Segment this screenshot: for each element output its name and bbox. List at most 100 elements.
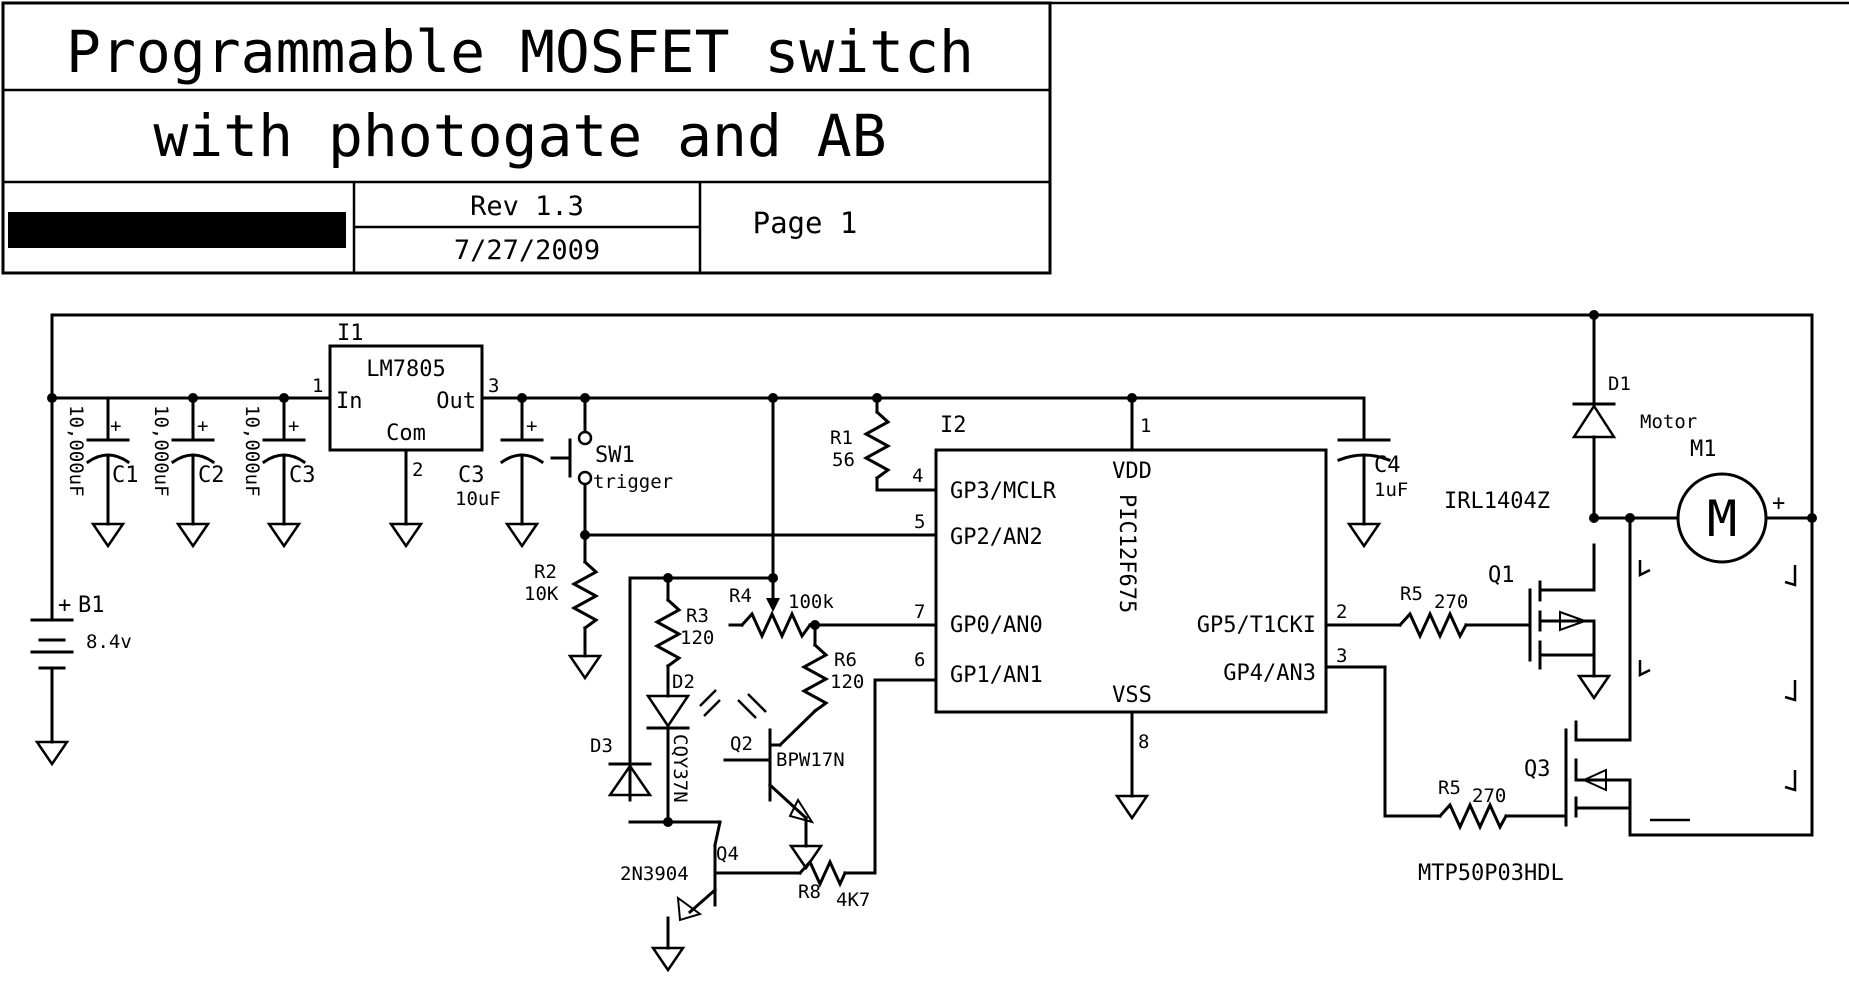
svg-text:5: 5 xyxy=(914,511,925,533)
capacitor-c1: + C1 10,000uF xyxy=(65,396,139,548)
svg-text:R2: R2 xyxy=(534,561,557,583)
svg-text:B1: B1 xyxy=(78,593,105,618)
svg-text:120: 120 xyxy=(830,671,864,693)
svg-text:C3: C3 xyxy=(289,463,316,488)
resistor-r6: R6 120 xyxy=(830,649,864,693)
svg-text:10,000uF: 10,000uF xyxy=(241,405,263,497)
svg-text:10,000uF: 10,000uF xyxy=(65,405,87,497)
capacitor-c3a: + C3 10,000uF xyxy=(241,396,316,548)
mosfet-q3: Q3 MTP50P03HDL xyxy=(1418,757,1607,886)
svg-text:IRL1404Z: IRL1404Z xyxy=(1444,489,1550,514)
svg-text:R5: R5 xyxy=(1400,583,1423,605)
svg-text:3: 3 xyxy=(1336,645,1347,667)
svg-text:1: 1 xyxy=(312,375,323,397)
svg-text:SW1: SW1 xyxy=(595,443,635,468)
battery-b1: + B1 8.4v xyxy=(30,593,132,766)
resistor-r5a: R5 270 xyxy=(1400,583,1468,613)
junction-dots xyxy=(47,310,1817,827)
svg-text:+: + xyxy=(1772,491,1785,516)
switch-sw1: SW1 trigger xyxy=(550,430,673,493)
title-block: Programmable MOSFET switch with photogat… xyxy=(1,1,1849,275)
motor-m1: M Motor M1 + xyxy=(1640,411,1785,564)
svg-text:Com: Com xyxy=(386,421,426,446)
svg-text:R3: R3 xyxy=(686,605,709,627)
svg-text:PIC12F675: PIC12F675 xyxy=(1114,494,1139,613)
svg-text:M: M xyxy=(1707,490,1737,548)
svg-text:MTP50P03HDL: MTP50P03HDL xyxy=(1418,861,1564,886)
title-line-2: with photogate and AB xyxy=(153,102,886,170)
svg-text:I1: I1 xyxy=(337,321,364,346)
phototransistor-q2: Q2 BPW17N xyxy=(723,693,845,870)
svg-text:R4: R4 xyxy=(729,585,752,607)
microcontroller-i2: I2 VDD VSS GP3/MCLR GP2/AN2 GP0/AN0 GP1/… xyxy=(914,413,1347,820)
svg-text:Q1: Q1 xyxy=(1488,563,1515,588)
transistor-q4: Q4 2N3904 xyxy=(620,820,739,972)
led-d2: D2 CQY37N xyxy=(645,671,721,803)
capacitor-c3b: + C3 10uF xyxy=(455,396,545,548)
resistor-r3: R3 120 xyxy=(680,605,714,649)
svg-text:56: 56 xyxy=(832,449,855,471)
svg-text:GP2/AN2: GP2/AN2 xyxy=(950,525,1043,550)
svg-text:M1: M1 xyxy=(1690,437,1717,462)
svg-text:6: 6 xyxy=(914,649,925,671)
svg-text:4: 4 xyxy=(912,465,923,487)
svg-text:GP0/AN0: GP0/AN0 xyxy=(950,613,1043,638)
svg-text:+: + xyxy=(526,415,537,437)
svg-text:+: + xyxy=(110,415,121,437)
svg-text:2: 2 xyxy=(1336,601,1347,623)
svg-text:In: In xyxy=(336,389,363,414)
svg-text:GP4/AN3: GP4/AN3 xyxy=(1223,661,1316,686)
svg-text:270: 270 xyxy=(1472,785,1506,807)
svg-text:4K7: 4K7 xyxy=(836,889,870,911)
svg-text:+: + xyxy=(288,415,299,437)
svg-text:7: 7 xyxy=(914,601,925,623)
svg-text:8: 8 xyxy=(1138,731,1149,753)
svg-text:C2: C2 xyxy=(198,463,225,488)
svg-text:+: + xyxy=(197,415,208,437)
svg-text:VSS: VSS xyxy=(1112,683,1152,708)
svg-text:I2: I2 xyxy=(940,413,967,438)
svg-text:Q3: Q3 xyxy=(1524,757,1551,782)
capacitor-c2: + C2 10,000uF xyxy=(150,396,225,548)
svg-text:+: + xyxy=(58,593,71,618)
resistor-r1: R1 56 4 xyxy=(830,427,923,487)
svg-text:D3: D3 xyxy=(590,735,613,757)
svg-text:1uF: 1uF xyxy=(1374,479,1408,501)
svg-text:C4: C4 xyxy=(1374,453,1401,478)
svg-text:trigger: trigger xyxy=(593,471,673,493)
svg-text:270: 270 xyxy=(1434,591,1468,613)
svg-text:100k: 100k xyxy=(788,591,834,613)
resistor-r8: R8 4K7 xyxy=(798,881,870,911)
diode-d3: D3 xyxy=(590,735,653,797)
svg-text:10uF: 10uF xyxy=(455,488,501,510)
svg-text:2N3904: 2N3904 xyxy=(620,863,689,885)
svg-text:120: 120 xyxy=(680,627,714,649)
svg-text:GP1/AN1: GP1/AN1 xyxy=(950,663,1043,688)
revision-label: Rev 1.3 xyxy=(470,191,584,222)
svg-text:Q4: Q4 xyxy=(716,843,739,865)
svg-text:10,000uF: 10,000uF xyxy=(150,405,172,497)
mosfet-q1: Q1 IRL1404Z xyxy=(1444,489,1611,700)
svg-text:Q2: Q2 xyxy=(730,733,753,755)
svg-text:C3: C3 xyxy=(458,463,485,488)
title-line-1: Programmable MOSFET switch xyxy=(66,18,974,86)
date-label: 7/27/2009 xyxy=(454,235,600,266)
svg-text:10K: 10K xyxy=(524,583,559,605)
svg-text:GP3/MCLR: GP3/MCLR xyxy=(950,479,1057,504)
resistor-r5b: R5 270 xyxy=(1438,777,1506,807)
svg-text:R5: R5 xyxy=(1438,777,1461,799)
svg-text:LM7805: LM7805 xyxy=(366,357,445,382)
svg-text:2: 2 xyxy=(412,459,423,481)
svg-text:CQY37N: CQY37N xyxy=(669,734,691,803)
svg-text:Motor: Motor xyxy=(1640,411,1697,433)
svg-text:BPW17N: BPW17N xyxy=(776,749,845,771)
svg-text:VDD: VDD xyxy=(1112,459,1152,484)
redacted-block xyxy=(8,212,346,248)
svg-text:Out: Out xyxy=(436,389,476,414)
svg-text:8.4v: 8.4v xyxy=(86,631,132,653)
potentiometer-r4: R4 100k xyxy=(729,585,834,613)
svg-text:1: 1 xyxy=(1140,415,1151,437)
regulator-i1: I1 LM7805 In Out Com 1 3 2 xyxy=(312,321,499,548)
svg-text:GP5/T1CKI: GP5/T1CKI xyxy=(1197,613,1316,638)
